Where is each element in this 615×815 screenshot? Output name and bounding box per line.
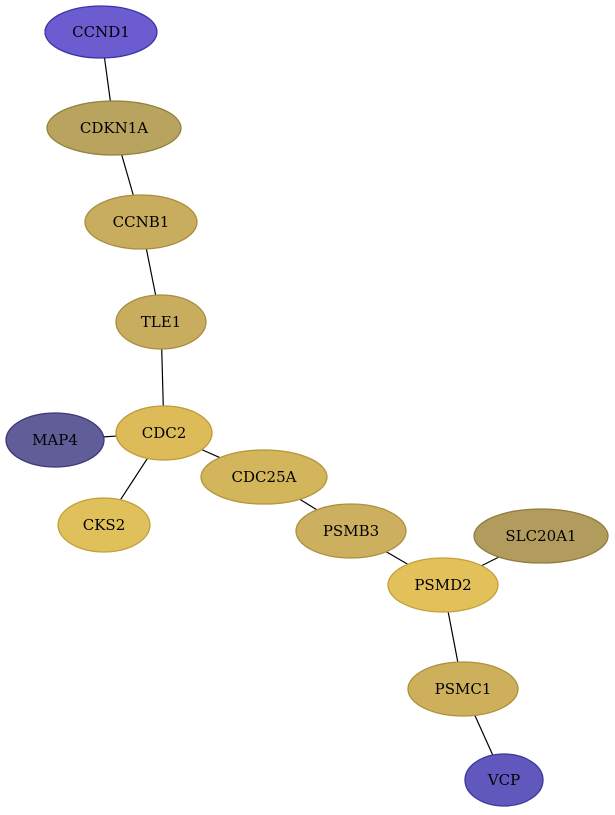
node-cdkn1a[interactable]: CDKN1A [46, 100, 182, 156]
node-ellipse [387, 557, 499, 613]
node-label: PSMB3 [323, 522, 379, 540]
node-label: CDC2 [142, 424, 187, 442]
node-psmd2[interactable]: PSMD2 [387, 557, 499, 613]
edges-layer [103, 57, 500, 756]
node-label: SLC20A1 [505, 527, 576, 545]
node-label: MAP4 [32, 431, 78, 449]
edge-psmb3-psmd2 [385, 551, 409, 565]
edge-slc20a1-psmd2 [481, 556, 500, 567]
node-ellipse [407, 661, 519, 717]
edge-cdc25a-psmb3 [299, 498, 318, 511]
node-ccnb1[interactable]: CCNB1 [84, 194, 198, 250]
node-psmb3[interactable]: PSMB3 [295, 503, 407, 559]
node-label: TLE1 [141, 313, 181, 331]
node-ellipse [295, 503, 407, 559]
edge-ccnb1-tle1 [145, 248, 157, 296]
node-ellipse [473, 508, 609, 564]
node-ellipse [44, 5, 158, 59]
node-ellipse [84, 194, 198, 250]
node-ccnd1[interactable]: CCND1 [44, 5, 158, 59]
node-ellipse [46, 100, 182, 156]
edge-ccnd1-cdkn1a [103, 57, 111, 102]
edge-cdc2-cks2 [119, 458, 148, 501]
node-cdc2[interactable]: CDC2 [115, 405, 213, 461]
node-label: PSMD2 [414, 576, 471, 594]
node-ellipse [115, 294, 207, 350]
node-cks2[interactable]: CKS2 [57, 497, 151, 553]
node-label: VCP [487, 771, 520, 789]
node-psmc1[interactable]: PSMC1 [407, 661, 519, 717]
edge-cdkn1a-ccnb1 [121, 154, 134, 196]
node-vcp[interactable]: VCP [464, 753, 544, 807]
edge-psmc1-vcp [474, 715, 494, 756]
node-label: CDKN1A [80, 119, 148, 137]
node-ellipse [200, 449, 328, 505]
node-label: CCND1 [72, 23, 130, 41]
node-ellipse [464, 753, 544, 807]
edge-psmd2-psmc1 [447, 611, 459, 663]
node-cdc25a[interactable]: CDC25A [200, 449, 328, 505]
node-label: PSMC1 [435, 680, 492, 698]
node-map4[interactable]: MAP4 [5, 412, 105, 468]
node-ellipse [57, 497, 151, 553]
node-ellipse [115, 405, 213, 461]
node-label: CKS2 [83, 516, 126, 534]
node-label: CDC25A [232, 468, 297, 486]
edge-cdc2-cdc25a [201, 449, 221, 459]
node-tle1[interactable]: TLE1 [115, 294, 207, 350]
edge-tle1-cdc2 [161, 348, 164, 407]
node-ellipse [5, 412, 105, 468]
node-label: CCNB1 [113, 213, 170, 231]
node-slc20a1[interactable]: SLC20A1 [473, 508, 609, 564]
edge-map4-cdc2 [103, 435, 117, 438]
